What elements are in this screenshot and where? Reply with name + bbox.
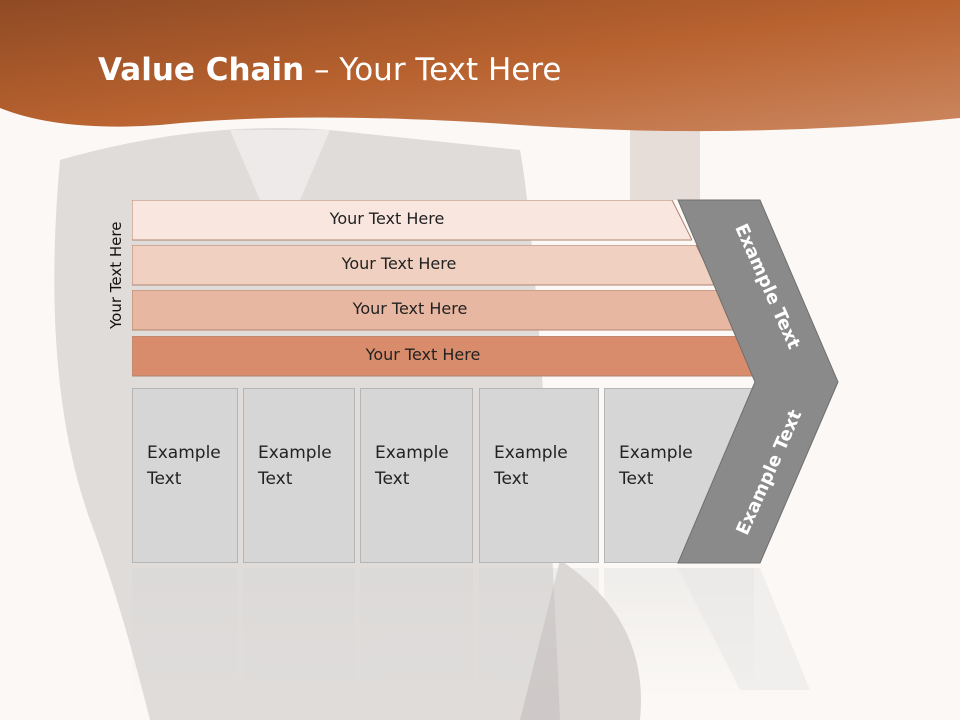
band-label: Your Text Here: [365, 345, 481, 364]
band-4: Your Text Here: [132, 336, 764, 377]
side-label: Your Text Here: [107, 221, 125, 329]
band-shape: [132, 200, 692, 241]
band-label: Your Text Here: [352, 299, 468, 318]
column-text-line1: Example: [258, 443, 332, 463]
column-reflection: [243, 568, 355, 698]
band-shape: [132, 290, 738, 331]
band-shape: [132, 245, 716, 286]
column-text-line2: Text: [375, 469, 410, 489]
title-rest: – Your Text Here: [304, 52, 562, 88]
column-reflection: [132, 568, 238, 698]
slide-title: Value Chain – Your Text Here: [98, 52, 561, 88]
column-text-line2: Text: [494, 469, 529, 489]
column-reflection: [360, 568, 473, 698]
band-label: Your Text Here: [341, 254, 457, 273]
column-text-line1: Example: [147, 443, 221, 463]
band-1: Your Text Here: [132, 200, 692, 241]
column-text-line1: Example: [494, 443, 568, 463]
column-reflection: [479, 568, 599, 698]
column-text-line2: Text: [147, 469, 182, 489]
title-bold: Value Chain: [98, 52, 305, 88]
band-shape: [132, 336, 764, 377]
column-text-line1: Example: [619, 443, 693, 463]
column-text-line2: Text: [258, 469, 293, 489]
band-2: Your Text Here: [132, 245, 716, 286]
column-text-line2: Text: [619, 469, 654, 489]
column-text-line1: Example: [375, 443, 449, 463]
header-banner: [0, 0, 960, 132]
column-reflection: [604, 568, 754, 698]
band-label: Your Text Here: [329, 209, 445, 228]
band-3: Your Text Here: [132, 290, 738, 331]
